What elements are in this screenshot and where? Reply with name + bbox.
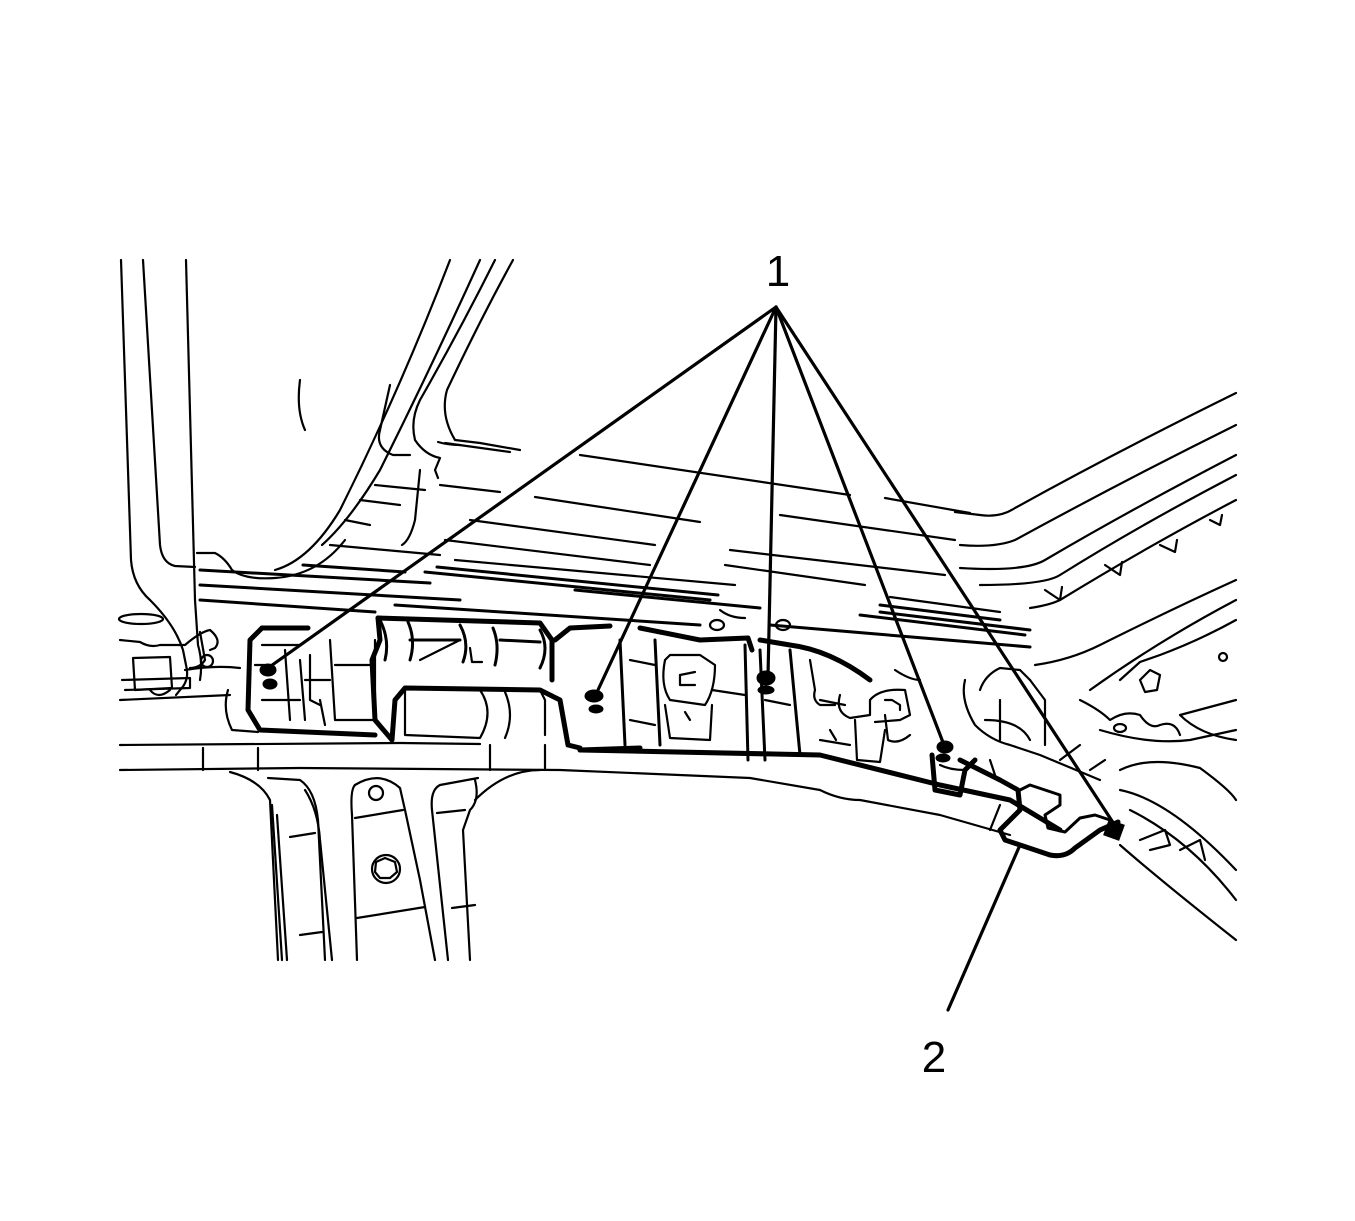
middle-bracket-section — [552, 608, 873, 762]
lower-sill-rail — [118, 741, 1063, 837]
curved-pillar — [273, 258, 522, 572]
callout-label-1: 1 — [766, 247, 790, 296]
fasteners — [259, 663, 1125, 841]
fastener-3-icon — [756, 670, 776, 695]
left-pillar-upper — [119, 258, 347, 697]
fastener-2-icon — [584, 689, 604, 714]
callout-label-2: 2 — [922, 1033, 946, 1082]
callout-1-leaders — [266, 305, 1116, 826]
central-cover-panel — [369, 615, 583, 751]
right-roof-rails — [953, 391, 1238, 692]
callout-2-leader — [946, 843, 1022, 1012]
fastener-4-icon — [935, 740, 954, 763]
right-floor-panel — [1078, 618, 1238, 942]
lower-pillar — [228, 768, 542, 962]
fastener-5-icon — [1103, 819, 1125, 841]
curved-duct — [962, 666, 1107, 782]
left-lower-joint — [117, 612, 242, 702]
bracket-part-2 — [938, 757, 1121, 859]
